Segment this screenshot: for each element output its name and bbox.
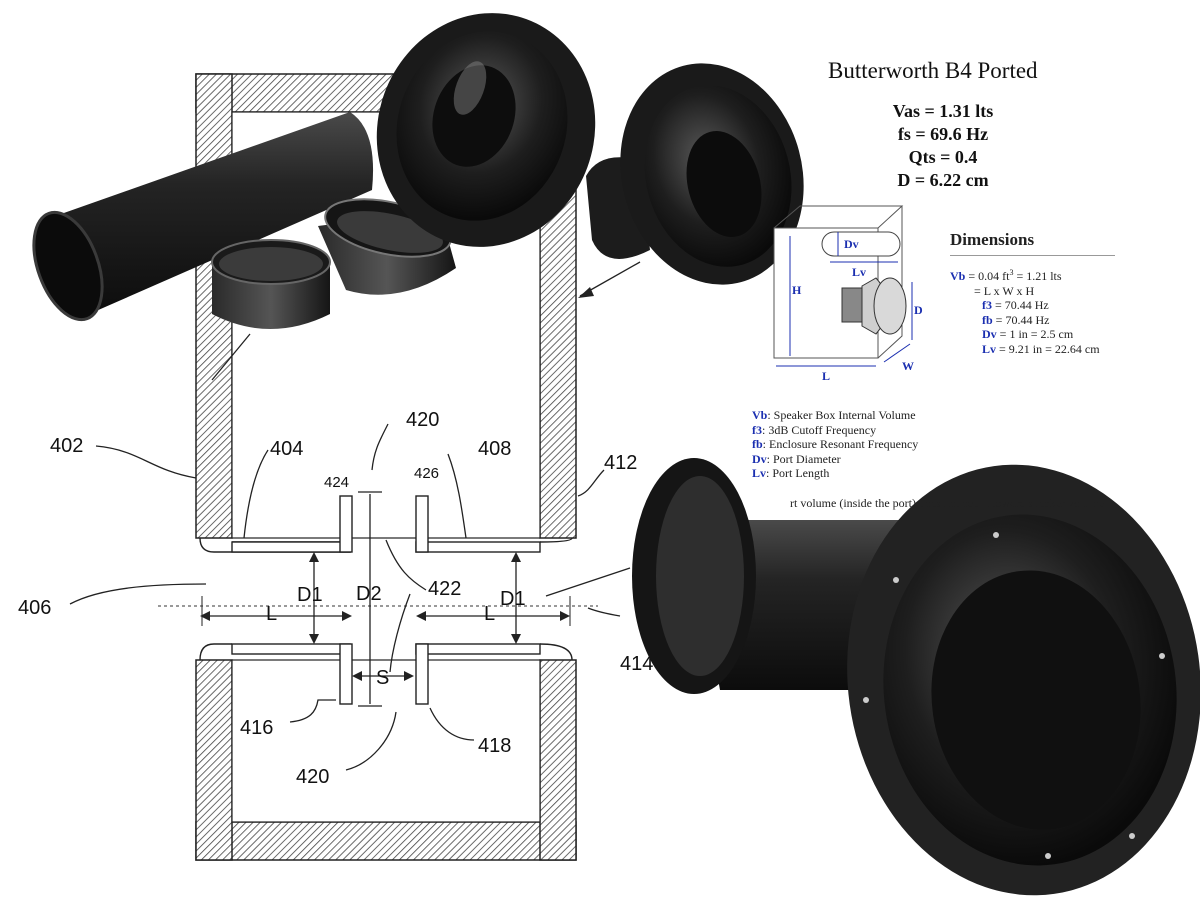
port-flange-426	[415, 495, 429, 553]
port-flange-418	[415, 643, 429, 705]
dim-vb: Vb = 0.04 ft3 = 1.21 lts	[950, 266, 1100, 284]
black-port-tube-image	[32, 112, 374, 322]
legend-item: Vb: Speaker Box Internal Volume	[752, 408, 916, 422]
dim-f3-value: = 70.44 Hz	[992, 298, 1049, 312]
param-d: D = 6.22 cm	[897, 170, 989, 190]
dim-dv: Dv = 1 in = 2.5 cm	[950, 327, 1100, 342]
dim-fb: fb = 70.44 Hz	[950, 313, 1100, 328]
enclosure-right-wall-lower	[539, 659, 577, 861]
dim-f3-key: f3	[982, 298, 992, 312]
label-412: 412	[604, 452, 637, 474]
dim-lv-value: = 9.21 in = 22.64 cm	[996, 341, 1100, 356]
enclosure-left-wall-lower	[195, 659, 233, 861]
dim-fb-key: fb	[982, 312, 993, 327]
label-d2: D2	[356, 583, 382, 605]
label-d1-right: D1	[500, 588, 526, 610]
port-tube-left-lower	[231, 643, 351, 655]
param-fs: fs = 69.6 Hz	[897, 124, 989, 144]
dim-vb-tail: = 1.21 lts	[1013, 269, 1062, 283]
label-424: 424	[324, 474, 349, 491]
label-402: 402	[50, 435, 83, 457]
port-flange-424	[339, 495, 353, 553]
legend-item: fb: Enclosure Resonant Frequency	[752, 437, 919, 451]
label-420-bottom: 420	[296, 766, 329, 788]
port-tube-right-lower	[415, 643, 541, 655]
box-label-l: L	[822, 369, 830, 383]
box-label-lv: Lv	[852, 265, 866, 279]
label-408: 408	[478, 438, 511, 460]
label-418: 418	[478, 735, 511, 757]
dim-dv-key: Dv	[982, 327, 997, 341]
label-426: 426	[414, 465, 439, 482]
flared-port-side-image	[586, 63, 804, 285]
label-404: 404	[270, 438, 303, 460]
label-s: S	[376, 667, 389, 689]
dim-f3: f3 = 70.44 Hz	[950, 298, 1100, 313]
large-flared-port-image	[632, 458, 1200, 896]
box-label-d: D	[914, 303, 923, 317]
enclosure-bottom-wall	[195, 821, 577, 861]
port-flange-416	[339, 643, 353, 705]
dimensions-heading: Dimensions	[950, 230, 1035, 249]
param-qts: Qts = 0.4	[908, 147, 978, 167]
box-label-h: H	[792, 283, 802, 297]
label-420-top: 420	[406, 409, 439, 431]
dimensions-list: Vb = 0.04 ft3 = 1.21 lts = L x W x H f3 …	[950, 266, 1100, 356]
label-406: 406	[18, 597, 51, 619]
speaker-title: Butterworth B4 Ported	[828, 58, 1038, 83]
flared-port-top-image	[376, 13, 596, 247]
label-414: 414	[620, 653, 653, 675]
box-dimension-diagram: Dv Lv H D L W	[773, 205, 923, 383]
legend-item: Dv: Port Diameter	[752, 451, 841, 466]
speaker-params: Vas = 1.31 lts fs = 69.6 Hz Qts = 0.4 D …	[838, 100, 1048, 192]
label-d1-left: D1	[297, 584, 323, 606]
label-416: 416	[240, 717, 273, 739]
dim-vb-sup: 3	[1009, 268, 1014, 277]
dim-fb-value: = 70.44 Hz	[992, 312, 1050, 327]
symbol-legend: Vb: Speaker Box Internal Volume f3: 3dB …	[752, 408, 918, 481]
port-tube-left-upper	[231, 541, 351, 553]
dim-vb-key: Vb	[950, 269, 966, 283]
label-422: 422	[428, 578, 461, 600]
dim-dv-value: = 1 in = 2.5 cm	[996, 327, 1074, 341]
dim-lv-key: Lv	[982, 341, 997, 356]
port-tube-right-upper	[415, 541, 541, 553]
param-vas: Vas = 1.31 lts	[892, 101, 994, 121]
legend-item: Lv: Port Length	[752, 466, 830, 480]
port-volume-note: rt volume (inside the port) does not cou…	[790, 496, 1107, 510]
dim-vb-value: = 0.04 ft	[965, 269, 1010, 283]
dim-lv: Lv = 9.21 in = 22.64 cm	[950, 342, 1100, 357]
patent-reference-labels: 402 404 406 408 412 414 416 418 420 420 …	[18, 409, 653, 788]
dim-lwh: = L x W x H	[974, 283, 1035, 298]
label-l-left: L	[266, 603, 277, 625]
box-label-dv: Dv	[844, 237, 859, 251]
box-label-w: W	[902, 359, 914, 373]
port-ring-small-image	[211, 239, 331, 329]
legend-item: f3: 3dB Cutoff Frequency	[752, 422, 877, 437]
dimensions-divider	[950, 255, 1115, 256]
label-l-right: L	[484, 603, 495, 625]
